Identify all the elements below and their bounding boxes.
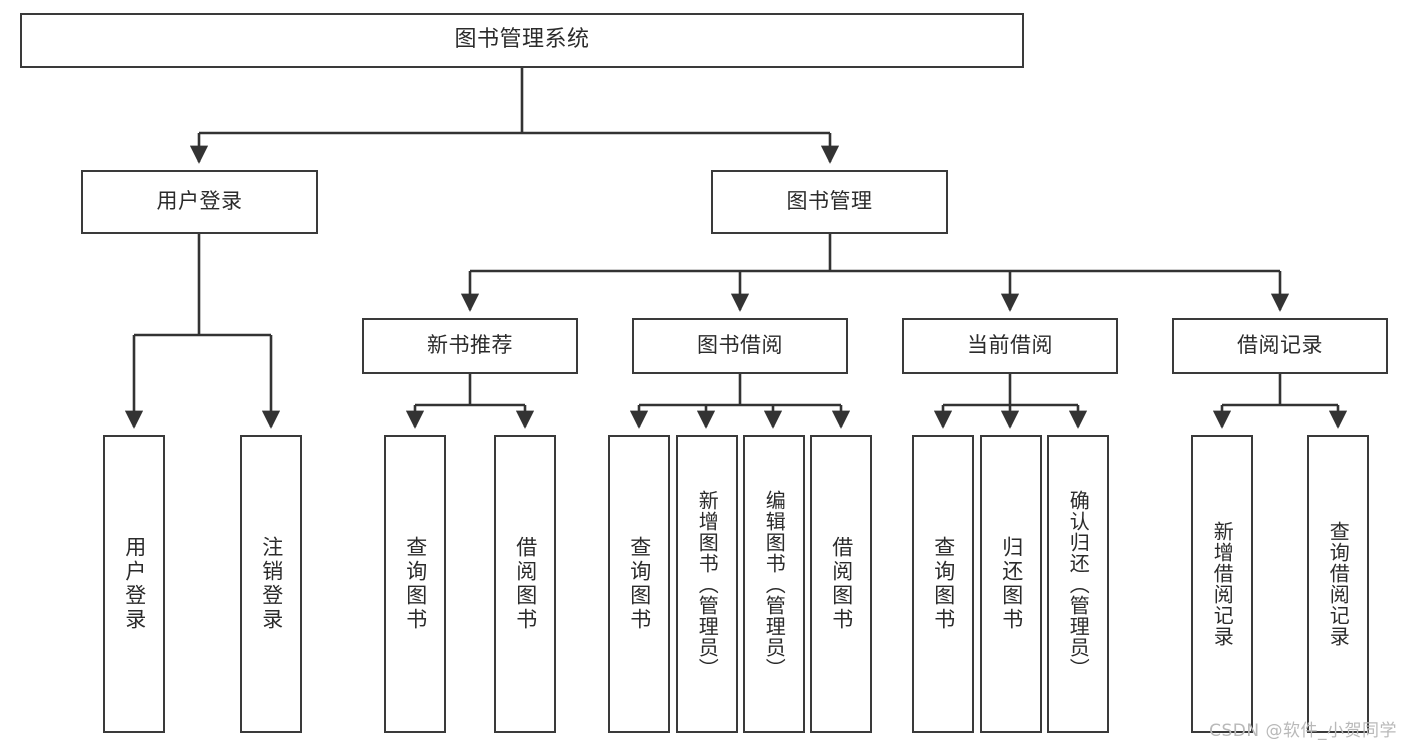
leaf-node-query-book-3-label: 查询图书 [931, 536, 956, 632]
leaf-node-logout-login[interactable]: 注销登录 [240, 435, 302, 733]
leaf-node-query-book-2-label: 查询图书 [627, 536, 652, 632]
leaf-node-borrow-book-1-label: 借阅图书 [513, 536, 538, 632]
node-new-book-recommend[interactable]: 新书推荐 [362, 318, 578, 374]
node-book-borrow[interactable]: 图书借阅 [632, 318, 848, 374]
leaf-node-borrow-book-1[interactable]: 借阅图书 [494, 435, 556, 733]
leaf-node-query-record[interactable]: 查询借阅记录 [1307, 435, 1369, 733]
leaf-node-query-book-3[interactable]: 查询图书 [912, 435, 974, 733]
leaf-node-user-login[interactable]: 用户登录 [103, 435, 165, 733]
leaf-node-edit-book[interactable]: 编辑图书（管理员） [743, 435, 805, 733]
csdn-watermark: CSDN @软件_小贺同学 [1209, 721, 1397, 741]
node-book-management[interactable]: 图书管理 [711, 170, 948, 234]
node-root-label: 图书管理系统 [454, 27, 590, 53]
node-new-book-recommend-label: 新书推荐 [427, 333, 513, 358]
node-current-borrow-label: 当前借阅 [967, 333, 1053, 358]
leaf-node-confirm-return-label: 确认归还（管理员） [1066, 489, 1091, 679]
node-book-management-label: 图书管理 [786, 189, 873, 214]
node-user-login[interactable]: 用户登录 [81, 170, 318, 234]
leaf-node-query-record-label: 查询借阅记录 [1326, 521, 1351, 647]
node-current-borrow[interactable]: 当前借阅 [902, 318, 1118, 374]
leaf-node-return-book[interactable]: 归还图书 [980, 435, 1042, 733]
node-root-book-management-system[interactable]: 图书管理系统 [20, 13, 1024, 68]
leaf-node-query-book-1-label: 查询图书 [403, 536, 428, 632]
node-borrow-record-label: 借阅记录 [1237, 333, 1323, 358]
leaf-node-confirm-return[interactable]: 确认归还（管理员） [1047, 435, 1109, 733]
leaf-node-user-login-label: 用户登录 [122, 536, 147, 632]
node-book-borrow-label: 图书借阅 [697, 333, 783, 358]
leaf-node-query-book-2[interactable]: 查询图书 [608, 435, 670, 733]
leaf-node-borrow-book-2[interactable]: 借阅图书 [810, 435, 872, 733]
leaf-node-query-book-1[interactable]: 查询图书 [384, 435, 446, 733]
leaf-node-return-book-label: 归还图书 [999, 536, 1024, 632]
leaf-node-borrow-book-2-label: 借阅图书 [829, 536, 854, 632]
leaf-node-logout-login-label: 注销登录 [259, 536, 284, 632]
leaf-node-edit-book-label: 编辑图书（管理员） [762, 489, 787, 679]
leaf-node-add-record-label: 新增借阅记录 [1210, 521, 1235, 647]
leaf-node-add-book-label: 新增图书（管理员） [695, 489, 720, 679]
node-borrow-record[interactable]: 借阅记录 [1172, 318, 1388, 374]
leaf-node-add-book[interactable]: 新增图书（管理员） [676, 435, 738, 733]
node-user-login-label: 用户登录 [156, 189, 243, 214]
leaf-node-add-record[interactable]: 新增借阅记录 [1191, 435, 1253, 733]
